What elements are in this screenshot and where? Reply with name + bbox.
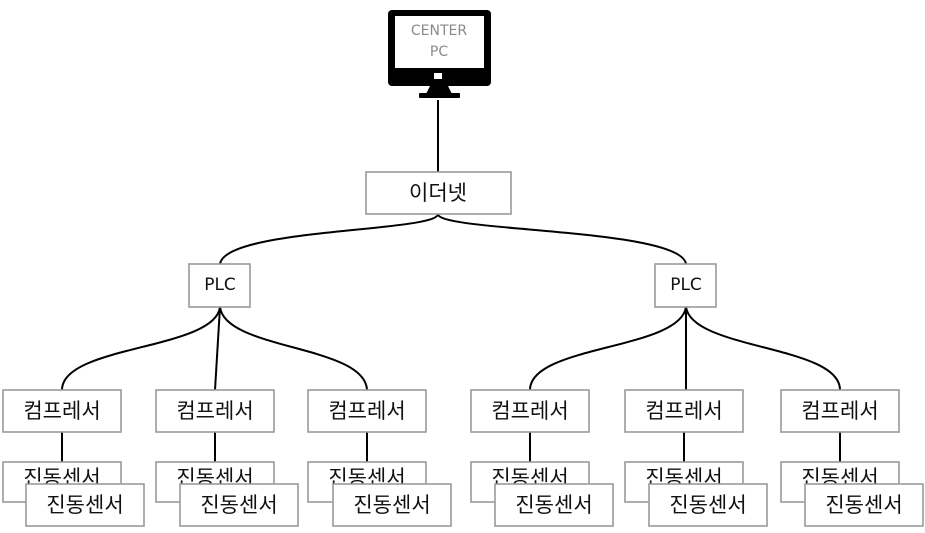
sensor-box-front: [494, 483, 614, 527]
plc-box: [654, 263, 717, 308]
edges: [61, 100, 841, 462]
sensor-box-front: [804, 483, 924, 527]
center-pc: CENTER PC: [388, 10, 491, 98]
compressor-node-5: 컴프레서 진동센서 진동센서: [624, 389, 768, 527]
sensor-label-front: 진동센서: [825, 493, 902, 517]
plc-label: PLC: [670, 275, 702, 295]
center-pc-label-line2: PC: [430, 44, 448, 60]
edge-plc2-comp-6: [685, 306, 841, 391]
compressor-node-3: 컴프레서 진동센서 진동센서: [307, 389, 452, 527]
sensor-label-front: 진동센서: [200, 493, 277, 517]
edge-ethernet-plc-2: [437, 213, 687, 265]
sensor-label-front: 진동센서: [515, 493, 592, 517]
sensor-label-front: 진동센서: [353, 493, 430, 517]
plc-node-2: PLC: [654, 263, 717, 308]
edge-plc1-comp-1: [61, 306, 221, 391]
compressor-box: [2, 389, 122, 433]
compressor-box: [155, 389, 275, 433]
compressor-node-6: 컴프레서 진동센서 진동센서: [780, 389, 924, 527]
compressor-label: 컴프레서: [23, 399, 100, 423]
sensor-label-front: 진동센서: [669, 493, 746, 517]
ethernet-node: 이더넷: [365, 171, 512, 215]
compressor-label: 컴프레서: [491, 399, 568, 423]
ethernet-box: [365, 171, 512, 215]
sensor-box-front: [25, 483, 145, 527]
edge-plc1-comp-3: [219, 306, 368, 391]
plc-box: [188, 263, 251, 308]
sensor-box-front: [179, 483, 299, 527]
compressor-node-2: 컴프레서 진동센서 진동센서: [155, 389, 299, 527]
compressor-box: [470, 389, 590, 433]
compressor-box: [307, 389, 427, 433]
sensor-box-front: [648, 483, 768, 527]
edge-plc1-comp-2: [214, 306, 221, 391]
plc-node-1: PLC: [188, 263, 251, 308]
compressor-label: 컴프레서: [801, 399, 878, 423]
compressor-box: [624, 389, 744, 433]
ethernet-label: 이더넷: [409, 181, 467, 205]
compressor-label: 컴프레서: [176, 399, 253, 423]
compressor-label: 컴프레서: [645, 399, 722, 423]
sensor-box-front: [332, 483, 452, 527]
monitor-icon: [388, 10, 491, 98]
edge-plc2-comp-4: [529, 306, 687, 391]
compressor-label: 컴프레서: [328, 399, 405, 423]
compressor-box: [780, 389, 900, 433]
plc-label: PLC: [204, 275, 236, 295]
edge-ethernet-plc-1: [219, 213, 439, 265]
sensor-label-front: 진동센서: [46, 493, 123, 517]
compressor-node-4: 컴프레서 진동센서 진동센서: [470, 389, 614, 527]
center-pc-label-line1: CENTER: [411, 23, 467, 39]
compressor-node-1: 컴프레서 진동센서 진동센서: [2, 389, 145, 527]
